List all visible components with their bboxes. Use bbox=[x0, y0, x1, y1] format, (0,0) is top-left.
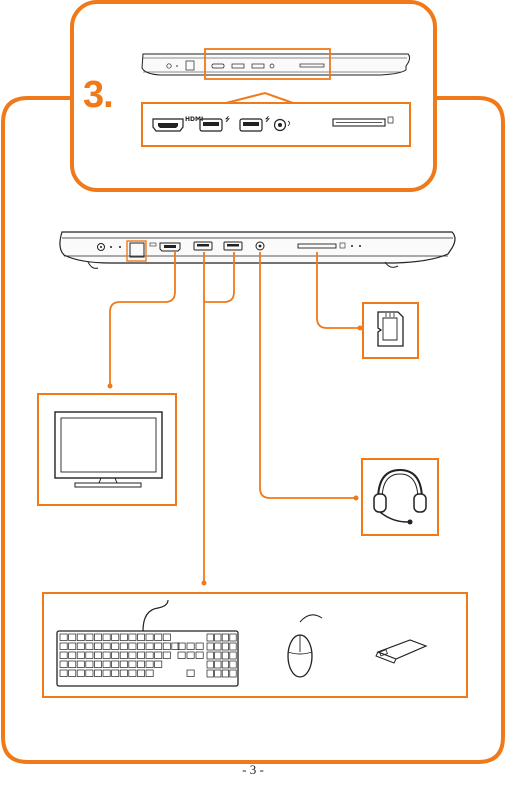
sd-card-icon bbox=[378, 312, 403, 346]
callout-port-strip bbox=[142, 103, 410, 146]
step-number: 3. bbox=[83, 74, 113, 117]
callout-laptop-side bbox=[142, 54, 410, 75]
laptop-side-view bbox=[60, 232, 455, 268]
page-number: - 3 - bbox=[0, 762, 506, 778]
usb-bracket-line bbox=[204, 252, 234, 582]
monitor-icon bbox=[55, 412, 162, 487]
usb-port-label-1: ⭍ bbox=[225, 115, 230, 123]
audio-to-headset-line bbox=[260, 252, 355, 498]
usb-port-label-2: ⭍ bbox=[265, 115, 270, 123]
hdmi-to-monitor-line bbox=[110, 252, 175, 385]
